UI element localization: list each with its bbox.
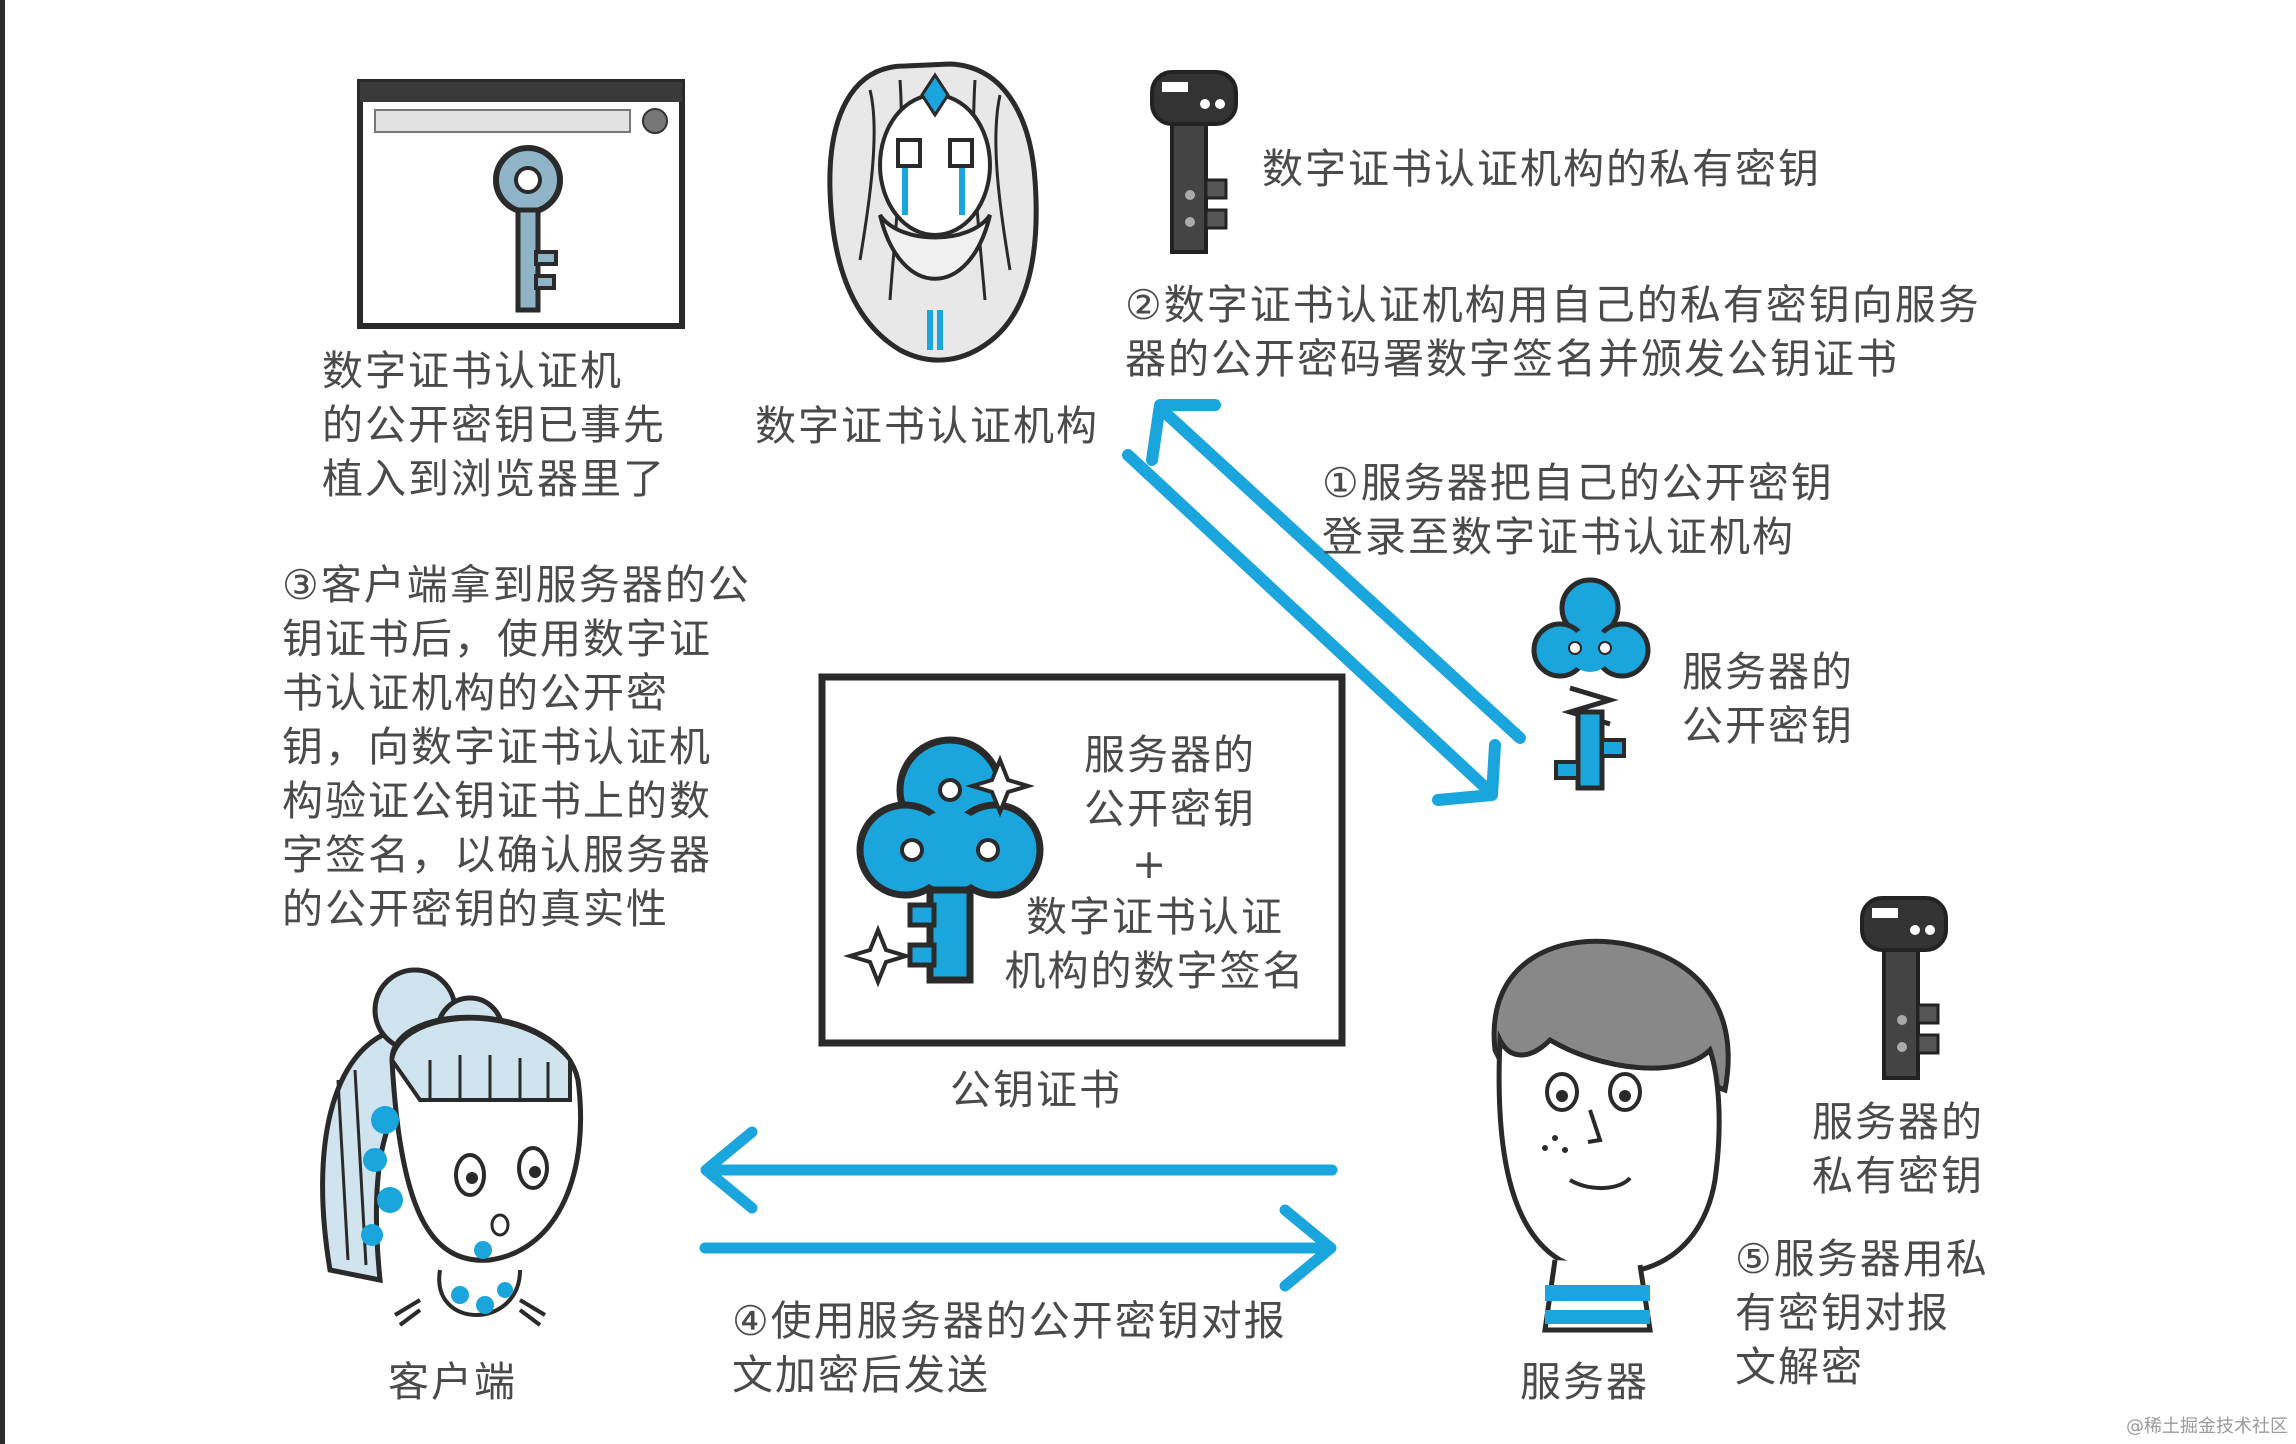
cert-content-bottom: 数字证书认证 机构的数字签名 (1004, 893, 1306, 995)
cert-plus: + (1131, 840, 1169, 888)
step1-text: ①服务器把自己的公开密钥 登录至数字证书认证机构 (1322, 459, 1834, 561)
certificate-box (818, 673, 1346, 1047)
server-dark-key-icon (1860, 896, 1948, 1080)
ca-private-key-label: 数字证书认证机构的私有密钥 (1262, 145, 1821, 193)
client-label: 客户端 (388, 1358, 517, 1406)
cert-blue-key-icon (843, 736, 1044, 988)
cert-content-top: 服务器的 公开密钥 (1084, 731, 1256, 833)
key-icon (493, 145, 563, 313)
server-private-key-label: 服务器的 私有密钥 (1812, 1098, 1984, 1200)
arrow-client-to-server (699, 1204, 1337, 1292)
boy-icon (1491, 938, 1731, 1333)
step2-text: ②数字证书认证机构用自己的私有密钥向服务 器的公开密码署数字签名并颁发公钥证书 (1125, 281, 1981, 383)
server-public-key-label: 服务器的 公开密钥 (1682, 648, 1854, 750)
dark-key-icon (1150, 70, 1238, 254)
bearded-sage-icon (827, 61, 1039, 363)
browser-caption: 数字证书认证机 的公开密钥已事先 植入到浏览器里了 (322, 347, 666, 503)
watermark: @稀土掘金技术社区 (2126, 1416, 2288, 1437)
step4-text: ④使用服务器的公开密钥对报 文加密后发送 (732, 1297, 1287, 1399)
left-border (0, 0, 5, 1444)
ca-name-label: 数字证书认证机构 (755, 402, 1099, 450)
girl-icon (320, 967, 584, 1327)
step5-text: ⑤服务器用私 有密钥对报 文解密 (1735, 1235, 1989, 1391)
server-label: 服务器 (1520, 1358, 1649, 1406)
blue-key-icon (1531, 577, 1651, 791)
step3-text: ③客户端拿到服务器的公 钥证书后，使用数字证 书认证机构的公开密 钥，向数字证书… (282, 561, 751, 933)
arrow-step2 (1122, 449, 1501, 806)
arrow-step1 (1146, 399, 1526, 744)
cert-caption: 公钥证书 (950, 1066, 1122, 1114)
arrow-server-to-client (700, 1126, 1338, 1214)
